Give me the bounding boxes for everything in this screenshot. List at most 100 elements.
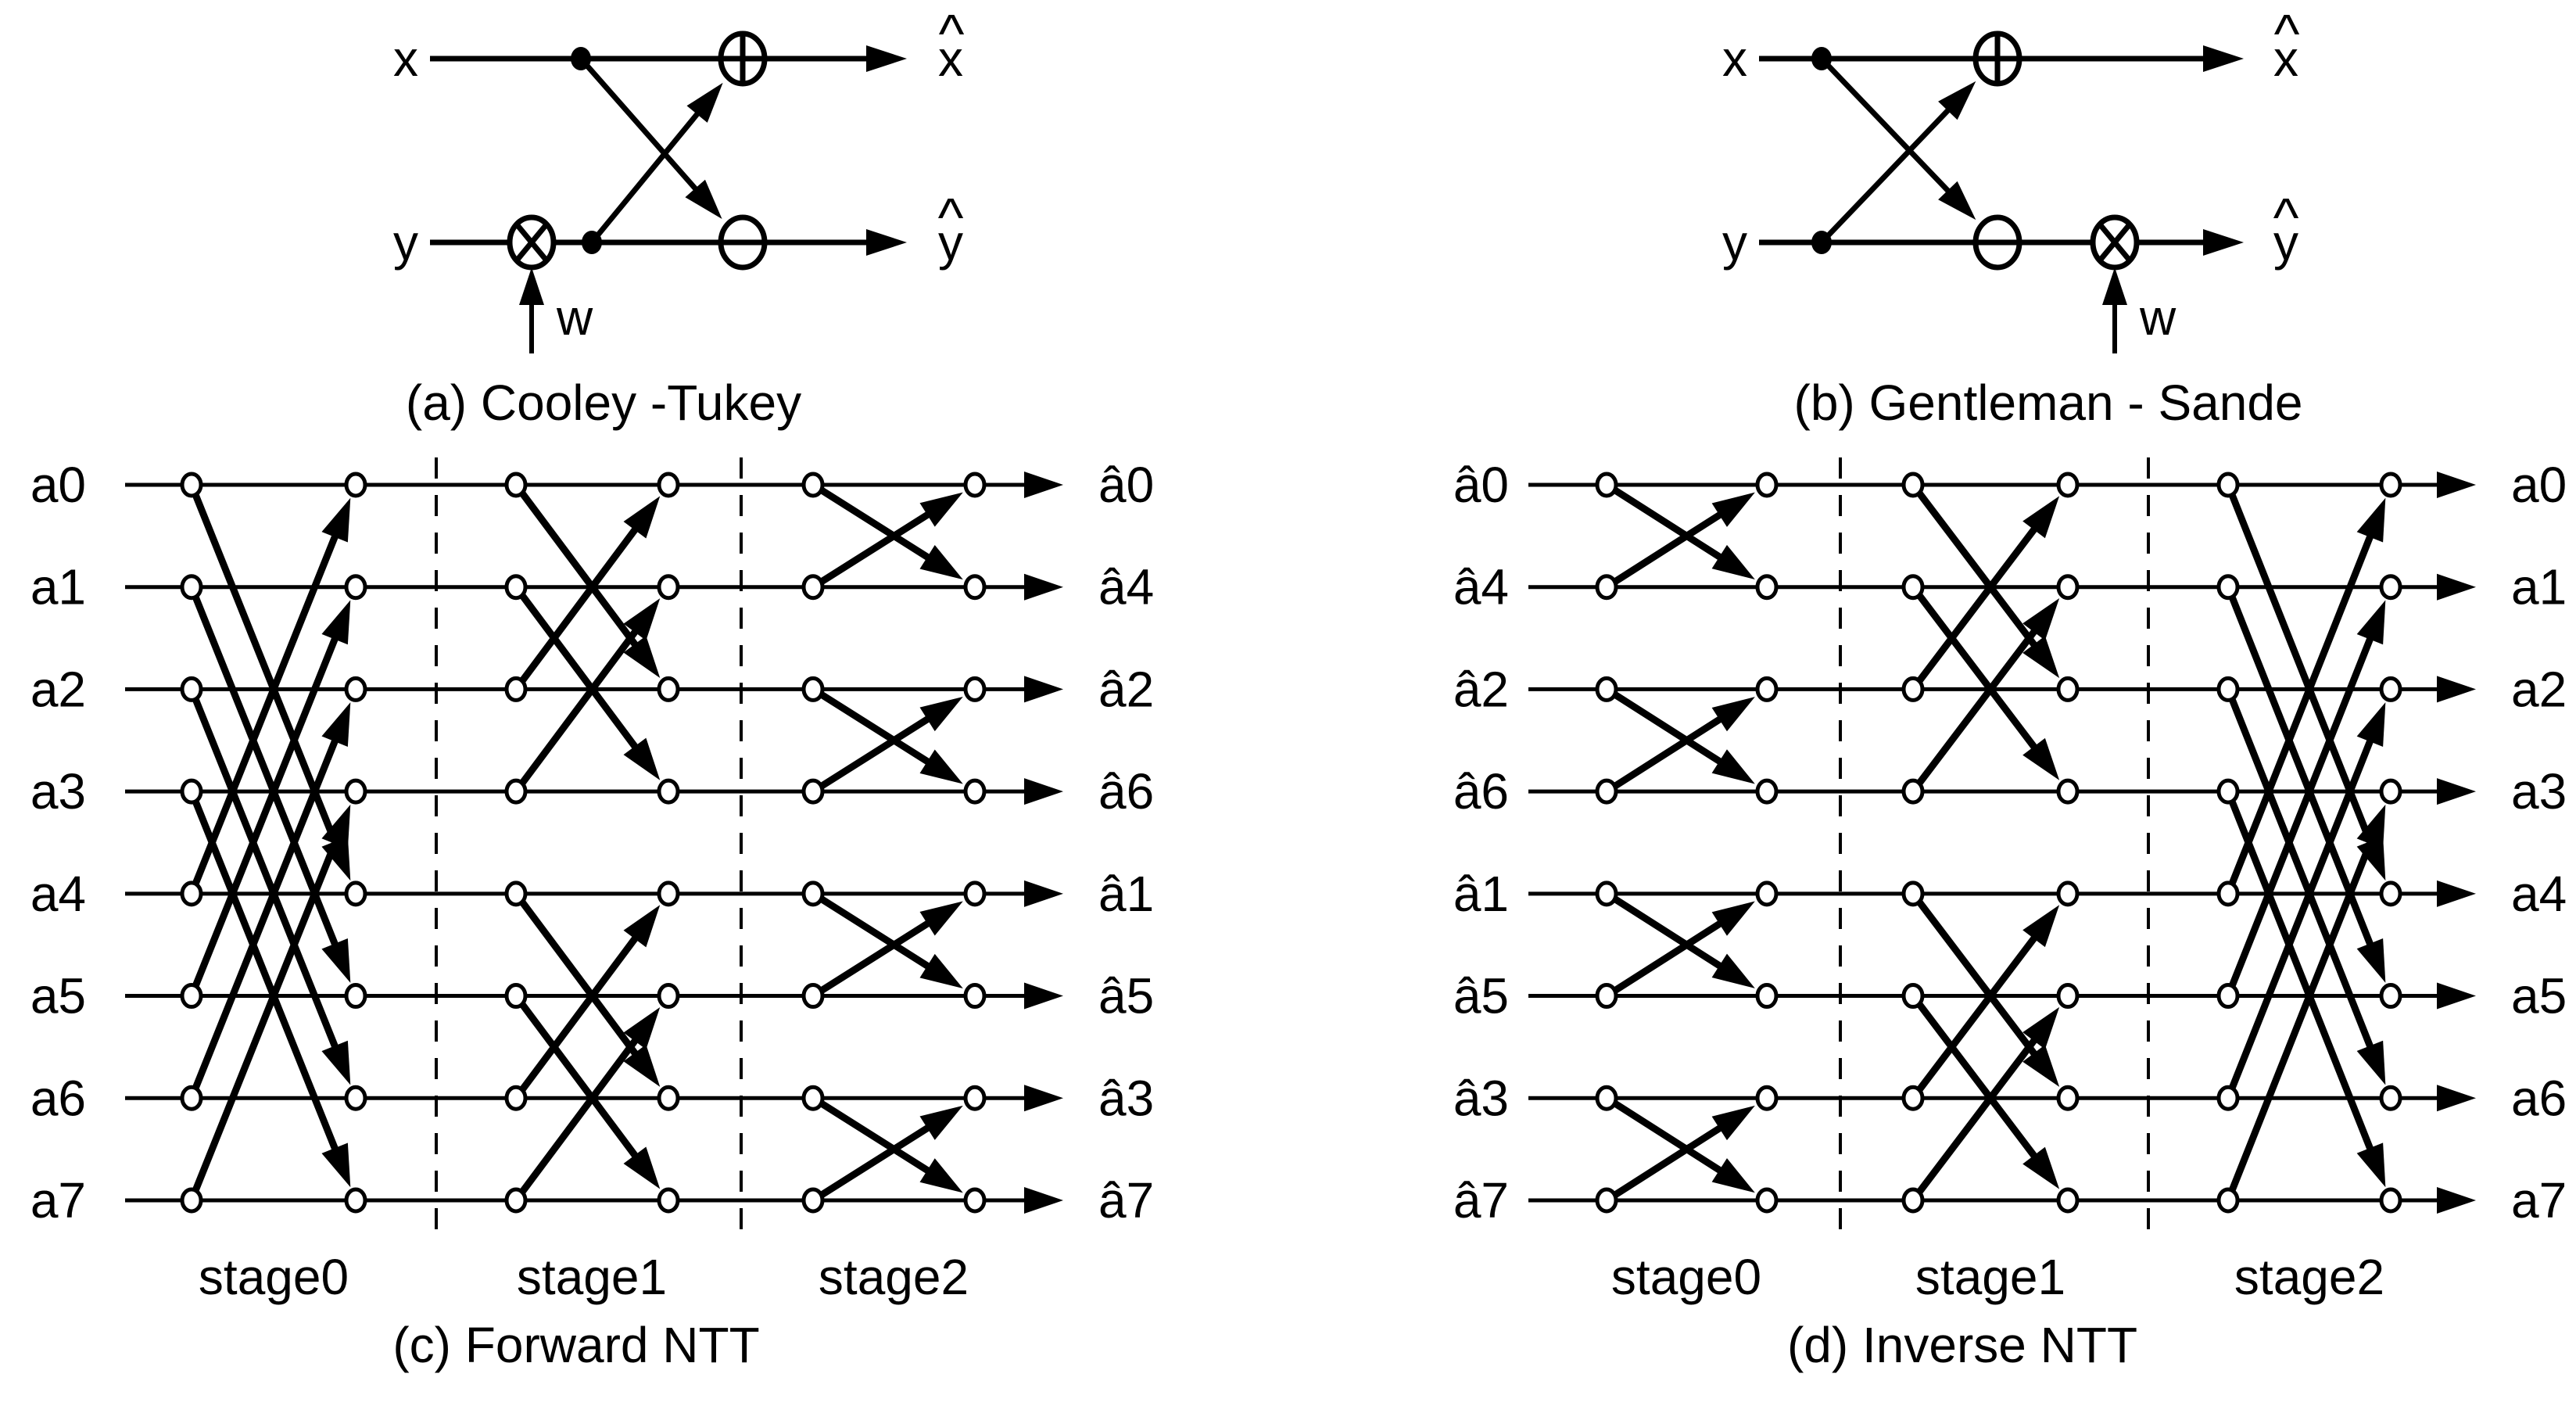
butterfly-cross-down-arrowhead [1711, 1158, 1755, 1193]
node-circle [1755, 983, 1779, 1010]
row-output-label: a5 [2511, 968, 2567, 1024]
butterfly-cross-up-arrowhead [2356, 702, 2386, 747]
node-circle [1755, 1085, 1779, 1111]
row-input-label: a0 [30, 457, 86, 513]
butterfly-cross-up-arrowhead [919, 697, 963, 732]
butterfly-cross-up-arrowhead [1711, 901, 1755, 936]
butterfly-cross-up-arrowhead [2356, 497, 2386, 543]
butterfly-cross-down-line [1910, 891, 2044, 1066]
bottom-signal-arrowhead [866, 229, 907, 256]
butterfly-cross-down-arrowhead [2022, 1146, 2060, 1189]
node-circle [2056, 1085, 2080, 1111]
butterfly-cross-down-arrowhead [919, 749, 963, 784]
signal-row-arrowhead [1024, 880, 1063, 907]
cross-up-arrowhead [1938, 81, 1976, 120]
butterfly-cross-down-line [811, 686, 940, 772]
butterfly-cross-up-line [811, 709, 940, 794]
output-label-bottom: y [2273, 214, 2298, 271]
row-input-label: â4 [1453, 559, 1509, 615]
signal-row-arrowhead [2437, 982, 2476, 1010]
input-label-bottom: y [1722, 214, 1747, 271]
butterfly-cross-up-arrowhead [919, 492, 963, 527]
cross-down-arrowhead [685, 179, 722, 219]
input-label-top: x [393, 30, 418, 87]
node-circle [1595, 983, 1618, 1010]
butterfly-cross-down-line [1604, 482, 1732, 567]
node-circle [1755, 472, 1779, 498]
row-input-label: a7 [30, 1172, 86, 1228]
node-circle [504, 472, 528, 498]
butterfly-cross-down-line [513, 891, 646, 1066]
node-circle [963, 574, 987, 601]
caption-cooley-tukey: (a) Cooley -Tukey [406, 375, 801, 431]
cross-up-line [1819, 99, 1958, 245]
node-circle [2216, 676, 2240, 702]
top-signal-arrowhead [866, 45, 907, 72]
node-circle [963, 983, 987, 1010]
row-input-label: a6 [30, 1070, 86, 1126]
node-circle [2056, 778, 2080, 805]
butterfly-cross-down-arrowhead [2356, 1040, 2386, 1085]
node-circle [1901, 778, 1925, 805]
top-signal-arrowhead [2203, 45, 2244, 72]
hat-mark-bottom: ^ [938, 187, 964, 248]
butterfly-cross-up-arrowhead [321, 600, 351, 645]
row-output-label: â7 [1098, 1172, 1154, 1228]
butterfly-cross-down-arrowhead [623, 1146, 661, 1189]
butterfly-cross-down-line [188, 687, 343, 1060]
butterfly-cross-down-arrowhead [1711, 749, 1755, 784]
row-input-label: â3 [1453, 1070, 1509, 1126]
node-circle [801, 778, 825, 805]
node-circle [344, 1085, 367, 1111]
butterfly-cross-up-arrowhead [1711, 697, 1755, 732]
butterfly-cross-up-line [1910, 1028, 2044, 1203]
butterfly-cross-down-line [513, 585, 646, 759]
junction-dot-top [571, 47, 591, 70]
cross-up-line [589, 102, 708, 245]
butterfly-cross-up-arrowhead [2022, 598, 2060, 640]
butterfly-cross-down-arrowhead [2356, 1142, 2386, 1188]
butterfly-cross-down-line [811, 1095, 940, 1180]
node-circle [1901, 574, 1925, 601]
butterfly-cross-down-line [1604, 1095, 1732, 1180]
node-circle [2216, 881, 2240, 907]
node-circle [1595, 676, 1618, 702]
butterfly-cross-up-line [188, 728, 343, 1099]
butterfly-cross-up-line [1604, 505, 1732, 590]
butterfly-cross-down-line [2224, 483, 2378, 855]
node-circle [1901, 983, 1925, 1010]
output-label-bottom: y [938, 214, 963, 271]
row-output-label: â1 [1098, 866, 1154, 922]
butterfly-cross-down-line [1604, 891, 1732, 976]
node-circle [1595, 1085, 1618, 1111]
output-label-top: x [938, 30, 963, 87]
node-circle [2379, 881, 2402, 907]
output-label-top: x [2273, 30, 2298, 87]
node-circle [1755, 574, 1779, 601]
node-circle [2379, 1085, 2402, 1111]
butterfly-cross-down-arrowhead [2356, 938, 2386, 983]
multiply-operator-icon-x2 [2098, 222, 2132, 263]
butterfly-cross-down-line [811, 891, 940, 976]
stage-label: stage0 [199, 1249, 349, 1305]
bottom-signal-arrowhead [2203, 229, 2244, 256]
hat-mark-top: ^ [939, 3, 965, 64]
row-input-label: â5 [1453, 968, 1509, 1024]
hat-mark-top: ^ [2274, 3, 2300, 64]
junction-dot-bottom [582, 231, 602, 254]
node-circle [963, 1085, 987, 1111]
node-circle [963, 778, 987, 805]
node-circle [2056, 1187, 2080, 1214]
node-circle [1901, 472, 1925, 498]
butterfly-cross-up-arrowhead [2022, 905, 2060, 948]
stage-label: stage2 [819, 1249, 969, 1305]
stage-label: stage1 [517, 1249, 667, 1305]
row-output-label: a4 [2511, 866, 2567, 922]
node-circle [657, 983, 680, 1010]
cross-down-line [1819, 56, 1958, 202]
butterfly-cross-up-arrowhead [2356, 804, 2386, 849]
row-input-label: a5 [30, 968, 86, 1024]
signal-row-arrowhead [2437, 676, 2476, 703]
signal-row-arrowhead [2437, 1186, 2476, 1214]
